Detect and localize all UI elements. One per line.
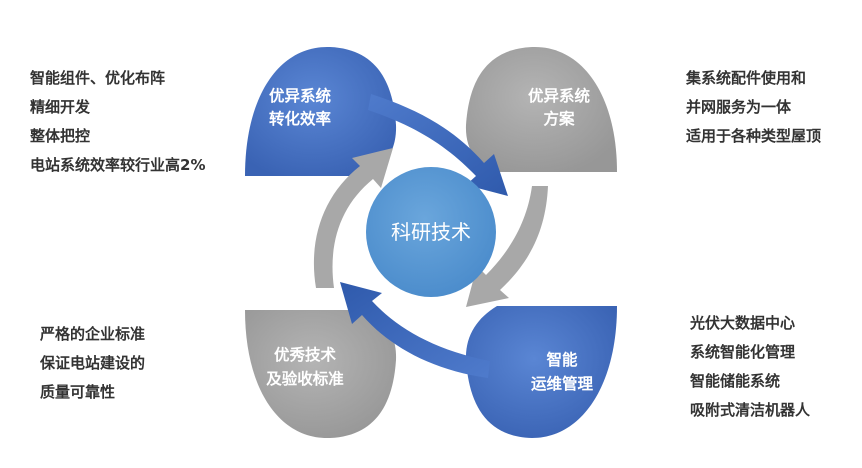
description-top-right: 集系统配件使用和 并网服务为一体 适用于各种类型屋顶 [686, 64, 821, 151]
petal-top-right-line2: 方案 [543, 109, 575, 128]
petal-bottom-right [465, 306, 617, 438]
description-line: 并网服务为一体 [686, 98, 792, 116]
petal-bottom-left [245, 310, 397, 439]
description-line: 智能组件、优化布阵 [30, 69, 166, 87]
description-line: 质量可靠性 [40, 383, 116, 401]
description-line: 系统智能化管理 [690, 343, 796, 361]
petal-top-left [245, 46, 397, 176]
description-line: 吸附式清洁机器人 [690, 401, 811, 419]
petal-top-left-line2: 转化效率 [269, 109, 332, 128]
center-label: 科研技术 [391, 220, 471, 244]
description-top-left: 智能组件、优化布阵 精细开发 整体把控 电站系统效率较行业高2% [30, 64, 205, 180]
arrow-right-down [466, 186, 548, 307]
description-line: 集系统配件使用和 [686, 69, 807, 87]
petal-top-right [465, 46, 617, 172]
description-bottom-right: 光伏大数据中心 系统智能化管理 智能储能系统 吸附式清洁机器人 [690, 309, 810, 425]
description-line: 智能储能系统 [690, 372, 781, 390]
petal-top-left-line1: 优异系统 [269, 86, 332, 105]
description-line: 适用于各种类型屋顶 [686, 127, 822, 145]
center-circle [366, 167, 496, 297]
description-line: 电站系统效率较行业高2% [30, 156, 206, 174]
description-line: 保证电站建设的 [40, 354, 146, 372]
description-line: 严格的企业标准 [40, 325, 146, 343]
petal-top-right-line1: 优异系统 [528, 86, 591, 105]
description-bottom-left: 严格的企业标准 保证电站建设的 质量可靠性 [40, 320, 145, 407]
description-line: 精细开发 [30, 98, 91, 116]
description-line: 光伏大数据中心 [690, 314, 796, 332]
description-line: 整体把控 [30, 127, 91, 145]
petal-bottom-left-line2: 及验收标准 [266, 369, 344, 388]
arrow-left-up [313, 148, 393, 288]
arrow-bottom-left [340, 282, 490, 378]
petal-bottom-right-line1: 智能 [546, 350, 578, 369]
petal-bottom-right-line2: 运维管理 [531, 374, 594, 393]
petal-bottom-left-line1: 优秀技术 [274, 345, 337, 364]
arrow-top-right [368, 94, 508, 196]
